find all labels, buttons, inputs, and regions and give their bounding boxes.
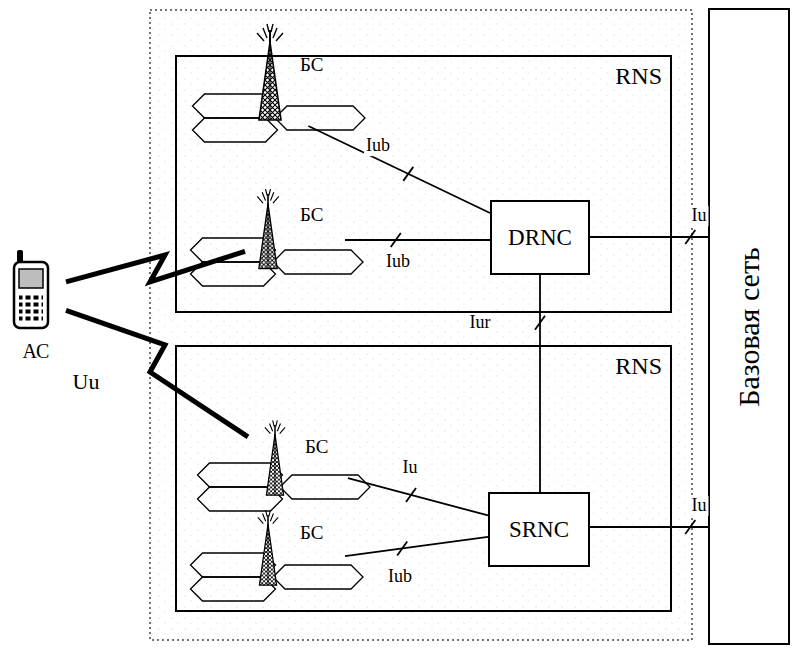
radio-link [66,310,248,436]
interface-tick [685,520,695,534]
interface-tick [403,167,413,181]
tower-icon [265,420,285,495]
interface-label: Iub [384,252,412,272]
core-network-label: Базовая сеть [732,247,767,406]
interface-tick [535,316,545,330]
interface-label: Iu [690,206,709,226]
interface-label: Iu [690,496,709,516]
radio-cells [191,553,364,601]
mobile-station: АС [6,248,66,363]
controller-box: DRNC [490,200,590,275]
interface-line [348,478,488,515]
core-network-box: Базовая сеть [708,8,790,645]
station-label: БС [300,204,323,226]
station-label: АС [23,340,50,363]
base-station: БС [245,512,345,587]
interface-label: Uu [71,370,102,394]
radio-cells [198,463,371,511]
tower-icon [257,24,283,120]
base-station: БС [245,28,345,126]
interface-tick [397,541,407,555]
tower-icon [258,510,278,585]
interface-tick [685,230,695,244]
interface-label: Iur [468,313,493,333]
interface-line [345,537,488,556]
rns-box: RNS БС БС DRNC [175,55,672,313]
radio-link [66,251,245,282]
base-station: БС [248,422,348,497]
interface-tick [391,233,401,247]
rns-label: RNS [615,63,662,91]
interface-line [345,239,490,241]
controller-label: DRNC [508,224,572,250]
station-label: БС [300,522,323,544]
interface-tick [406,488,416,502]
interface-line [539,275,541,492]
interface-line [308,126,490,213]
rns-box: RNS БС БС SRNC [175,345,672,612]
phone-icon [14,250,48,328]
station-label: БС [305,436,328,458]
interface-label: Iub [364,136,392,156]
interface-label: Iu [401,458,420,478]
station-label: БС [300,54,323,76]
controller-box: SRNC [488,492,590,567]
utran-boundary [150,10,692,640]
controller-label: SRNC [509,516,569,542]
rns-label: RNS [615,353,662,381]
interface-label: Iub [386,567,414,587]
tower-icon [257,189,279,269]
base-station: БС [245,190,345,275]
